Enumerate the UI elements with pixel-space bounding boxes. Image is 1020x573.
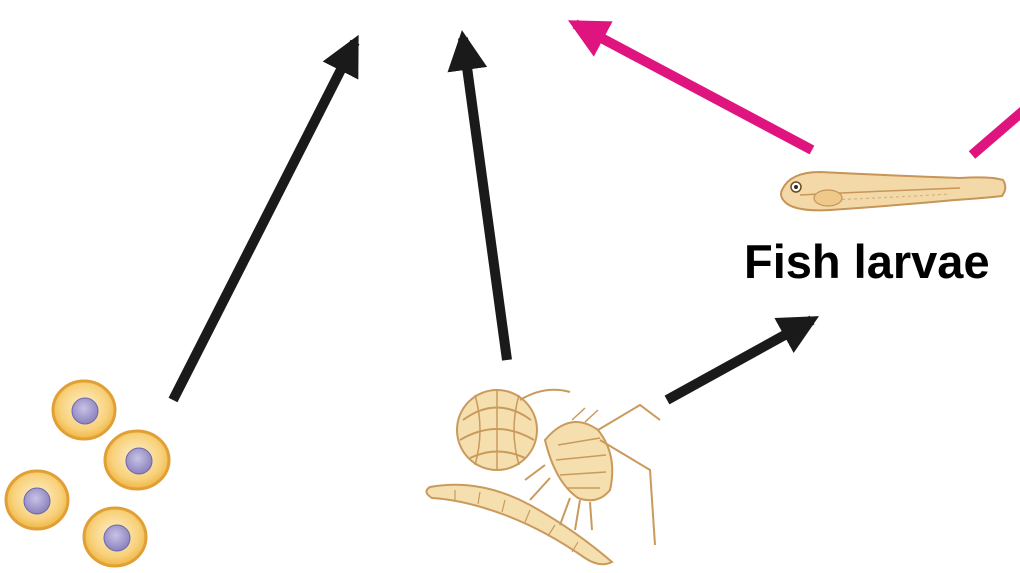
- arrow-zooplankton-to-fish-larvae: [667, 320, 812, 400]
- phytoplankton-cell: [6, 471, 68, 529]
- phytoplankton-cells-icon: [6, 381, 169, 566]
- arrow-fish-larvae-up-left: [575, 24, 812, 150]
- fish-larva-icon: [781, 172, 1005, 210]
- phytoplankton-cell: [105, 431, 169, 489]
- zooplankton-icon: [426, 390, 660, 564]
- phytoplankton-cell: [53, 381, 115, 439]
- fish-larvae-label: Fish larvae: [744, 232, 990, 292]
- phytoplankton-cell: [84, 508, 146, 566]
- arrow-fish-larvae-up-right: [972, 105, 1020, 155]
- arrow-phytoplankton-up: [173, 42, 355, 400]
- arrow-zooplankton-up: [463, 38, 507, 360]
